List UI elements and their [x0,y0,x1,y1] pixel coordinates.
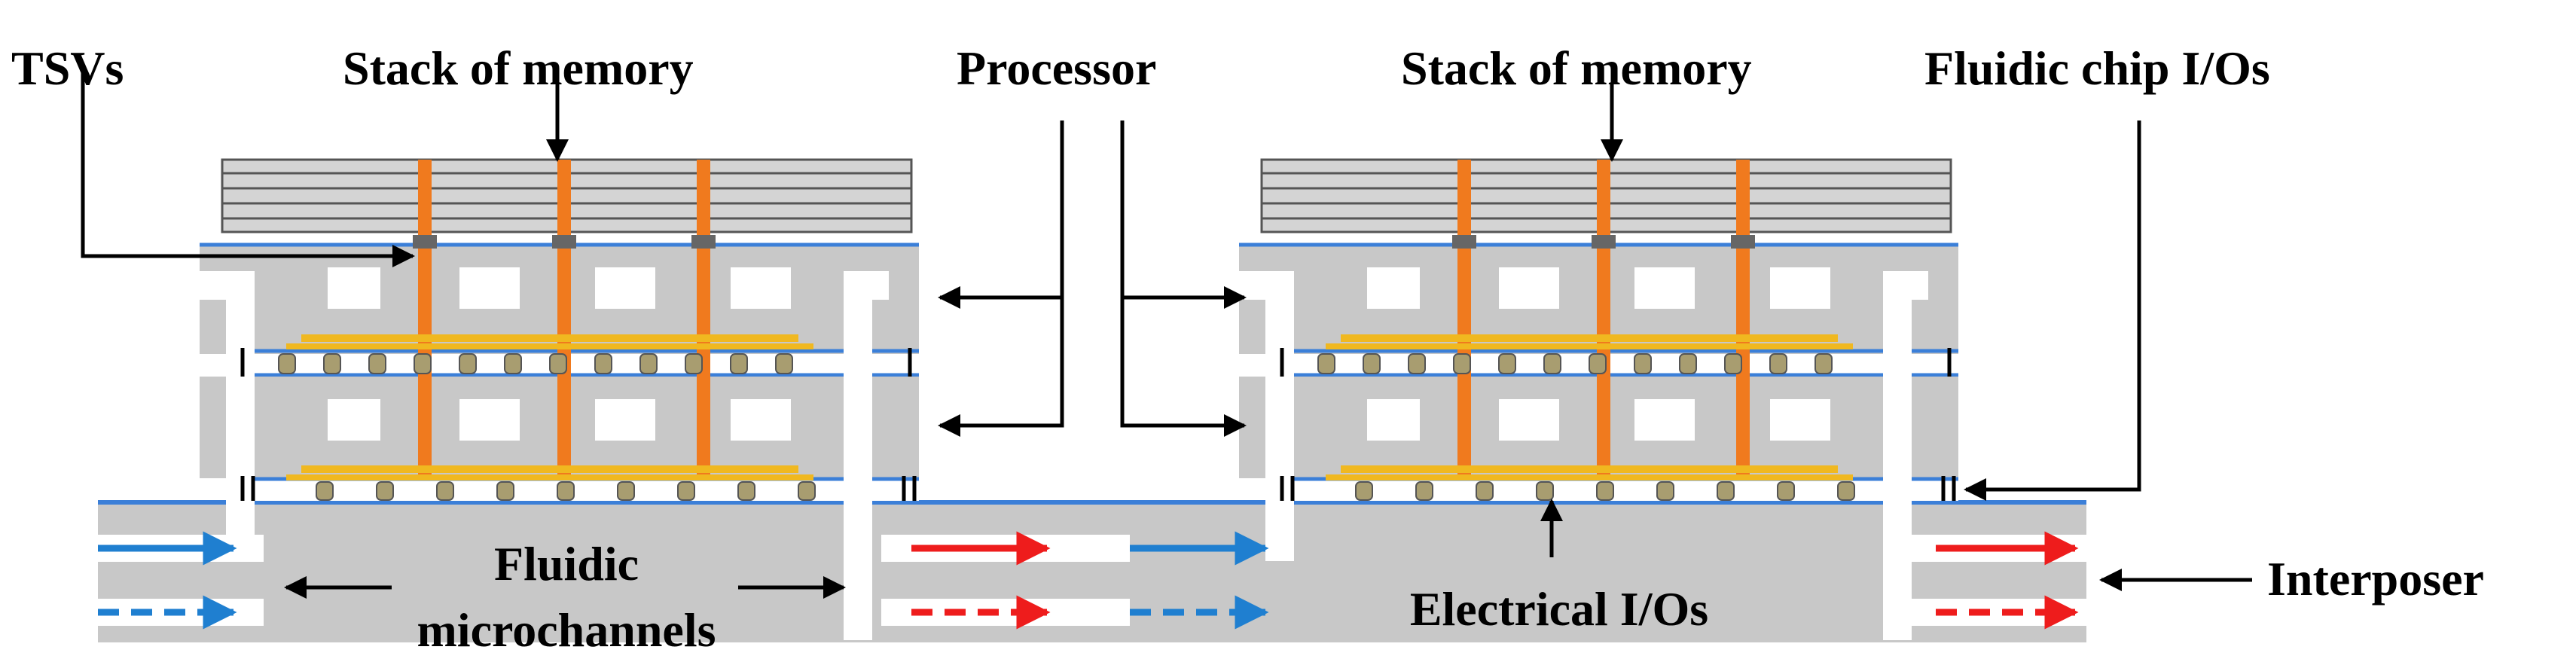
microbumps-lower-left [316,481,816,501]
chip-stack-left [200,158,919,640]
label-interposer: Interposer [2267,552,2484,606]
wiring-lower-right [1326,465,1853,480]
wiring-upper-right [1326,334,1853,349]
callout-arrows [81,72,2252,599]
tsv-pads-right [1452,235,1755,249]
processor-callout-arrow-2 [938,297,1064,437]
label-electrical-ios: Electrical I/Os [1410,582,1708,636]
label-stack-of-memory-right: Stack of memory [1401,41,1752,95]
bond-layer-upper-left [241,349,919,377]
processor-callout-arrow-4 [1120,297,1247,437]
microbumps-upper-right [1317,353,1833,374]
bond-layer-lower-left [241,477,919,501]
label-fluidic-chip-ios: Fluidic chip I/Os [1924,41,2270,95]
chip-stack-right [1239,158,1958,640]
fluidic-seals-left [240,348,917,501]
tsvs-callout-arrow [81,72,415,267]
processor-callout-arrow-1 [938,120,1064,309]
label-stack-of-memory-left: Stack of memory [343,41,694,95]
tsv-pads-left [413,235,716,249]
label-tsvs: TSVs [11,41,124,95]
label-fluidic: Fluidic [494,537,639,590]
processor-callout-arrow-3 [1120,120,1247,309]
coolant-outlet-arrows [911,531,2079,630]
wiring-lower-left [286,465,813,480]
label-processor: Processor [957,41,1156,95]
fluidic-seals-right [1280,348,1956,501]
microbumps-upper-left [278,353,793,374]
label-microchannels: microchannels [417,603,716,657]
fluidic-io-callout-arrow [1964,120,2141,501]
bond-layer-upper-right [1280,349,1958,377]
microbumps-lower-right [1355,481,1855,501]
interposer [98,500,2086,642]
wiring-upper-left [286,334,813,349]
bond-layer-lower-right [1280,477,1958,501]
coolant-inlet-arrows [98,531,1269,630]
